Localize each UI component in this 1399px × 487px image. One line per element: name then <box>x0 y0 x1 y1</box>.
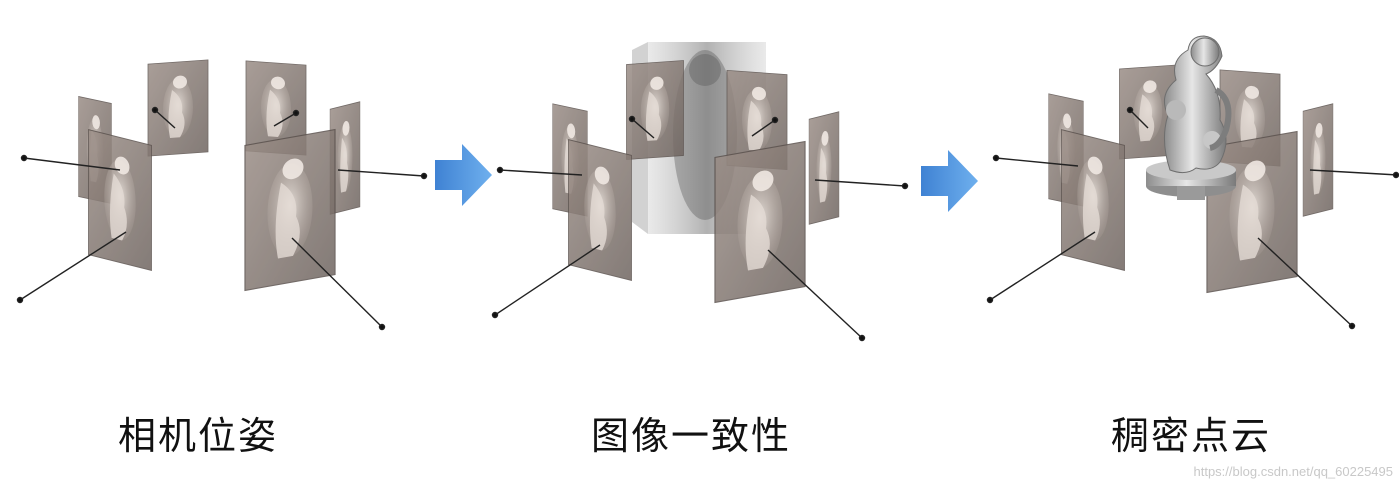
right-arrow-icon <box>921 150 978 212</box>
camera-plane <box>808 111 840 225</box>
caption-dense-point-cloud: 稠密点云 <box>1111 414 1272 458</box>
camera-poses-panel <box>16 59 428 331</box>
caption-image-consistency: 图像一致性 <box>591 414 792 458</box>
camera-plane <box>714 140 806 304</box>
watermark: https://blog.csdn.net/qq_60225495 <box>1193 464 1394 479</box>
right-arrow-icon <box>435 144 492 206</box>
camera-plane <box>626 60 684 160</box>
caption-camera-poses: 相机位姿 <box>118 414 279 458</box>
dense-point-cloud-panel <box>986 35 1399 330</box>
statue-model <box>1146 35 1236 200</box>
camera-rays <box>16 106 428 331</box>
camera-plane <box>1302 103 1334 217</box>
camera-rays <box>491 115 909 342</box>
camera-plane <box>1060 129 1126 271</box>
camera-rays <box>986 106 1399 330</box>
image-consistency-panel <box>491 42 909 342</box>
